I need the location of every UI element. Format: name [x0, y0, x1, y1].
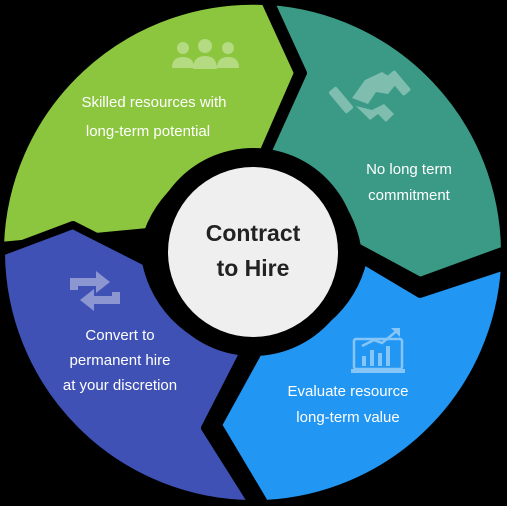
center-title-line-1: Contract [206, 220, 301, 246]
segment-convert-line-2: permanent hire [70, 352, 171, 369]
people-icon [172, 39, 239, 69]
segment-evaluate-line-2: long-term value [296, 409, 399, 426]
center-disc [168, 167, 338, 337]
segment-skilled-line-1: Skilled resources with [81, 94, 226, 111]
chart-monitor-icon [351, 328, 405, 373]
handshake-icon [328, 70, 411, 122]
segment-skilled: Skilled resources with long-term potenti… [0, 0, 302, 250]
segment-evaluate-line-1: Evaluate resource [288, 383, 409, 400]
segment-commitment: No long term commitment [261, 0, 507, 285]
segment-commitment-line-1: No long term [366, 161, 452, 178]
segment-convert-line-1: Convert to [85, 327, 154, 344]
center-hub: Contract to Hire [149, 148, 357, 356]
segment-skilled-line-2: long-term potential [86, 123, 210, 140]
segment-commitment-line-2: commitment [368, 187, 451, 204]
center-title-line-2: to Hire [217, 255, 290, 281]
repeat-arrows-icon [70, 271, 120, 311]
segment-convert-line-3: at your discretion [63, 377, 177, 394]
